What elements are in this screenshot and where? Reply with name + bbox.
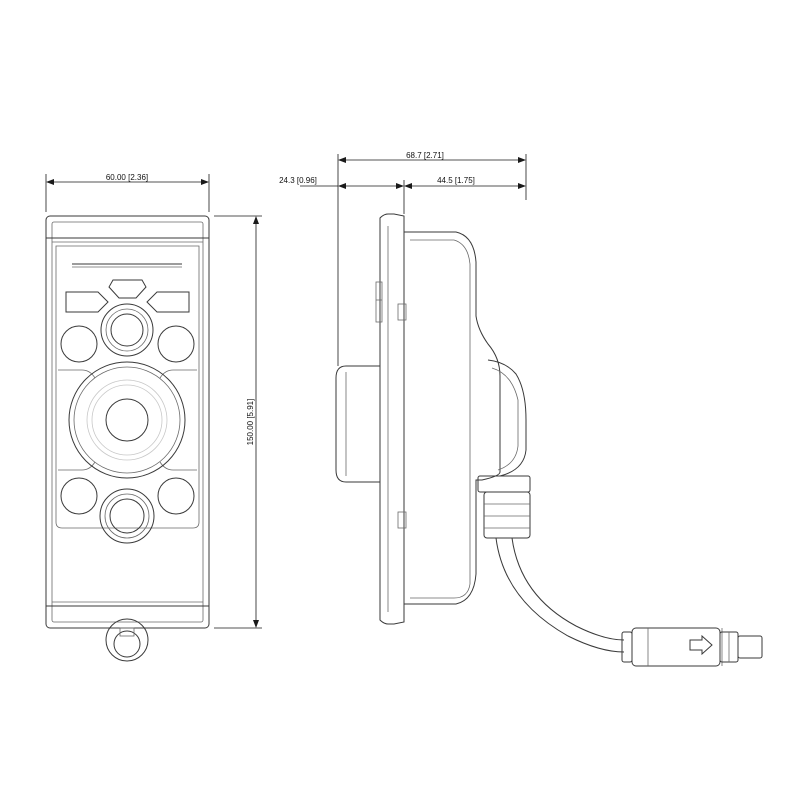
front-inner-outline xyxy=(51,221,204,623)
knob-outer-ring xyxy=(73,366,181,474)
left-indicator xyxy=(65,291,109,313)
dimension-front-width-label: 60.00 [2.36] xyxy=(106,173,148,182)
button-top-center xyxy=(110,313,144,347)
side-button-top xyxy=(375,281,383,323)
rail-upper xyxy=(58,369,197,379)
side-connector-body xyxy=(483,491,531,539)
dimension-side-front-label: 24.3 [0.96] xyxy=(279,176,317,185)
bottom-connector-tab xyxy=(105,618,149,662)
button-top-center-ring xyxy=(105,308,149,352)
side-bezel-plate xyxy=(379,213,405,625)
knob-housing xyxy=(68,361,186,479)
side-view xyxy=(335,213,763,667)
button-bottom-left xyxy=(60,477,98,515)
dimension-side-total: 68.7 [2.71] xyxy=(337,151,527,366)
button-bottom-right xyxy=(157,477,195,515)
dimension-side-rear-label: 44.5 [1.75] xyxy=(437,176,475,185)
side-mount-tab-top xyxy=(397,303,407,321)
button-top-left xyxy=(60,325,98,363)
side-cable xyxy=(495,537,625,653)
end-connector-body xyxy=(631,627,721,667)
side-rear-housing xyxy=(404,231,501,605)
end-connector-tip-2 xyxy=(737,635,763,659)
right-indicator xyxy=(146,291,190,313)
dimension-front-height: 150.00 [5.91] xyxy=(214,215,262,629)
side-mount-tab-bottom xyxy=(397,511,407,529)
center-indicator xyxy=(108,279,147,299)
bottom-connector-stem xyxy=(119,627,135,637)
dimension-side-split: 24.3 [0.96] 44.5 [1.75] xyxy=(279,176,526,214)
rail-lower xyxy=(58,461,197,471)
side-cable-2 xyxy=(511,537,625,641)
knob-center xyxy=(105,398,149,442)
bottom-connector-hole xyxy=(113,630,141,658)
side-knob xyxy=(335,365,381,483)
knob-light-ring xyxy=(86,379,168,461)
side-rear-housing-inner xyxy=(410,239,471,599)
knob-light-ring-2 xyxy=(91,384,163,456)
end-connector-collar xyxy=(621,631,633,663)
button-top-right xyxy=(157,325,195,363)
front-view xyxy=(45,215,210,662)
button-bottom-center-ring xyxy=(104,493,150,539)
dimension-front-width: 60.00 [2.36] xyxy=(45,173,210,212)
dimension-front-height-label: 150.00 [5.91] xyxy=(246,399,255,446)
side-strain-relief-inner xyxy=(491,367,519,471)
side-connector-nut xyxy=(477,475,531,493)
button-top-center-outer xyxy=(100,303,154,357)
dimension-side-total-label: 68.7 [2.71] xyxy=(406,151,444,160)
button-bottom-center xyxy=(109,498,145,534)
side-strain-relief xyxy=(487,359,527,477)
keypad-panel xyxy=(55,245,200,529)
arrow-icon xyxy=(689,634,713,656)
button-bottom-center-outer xyxy=(99,488,155,544)
